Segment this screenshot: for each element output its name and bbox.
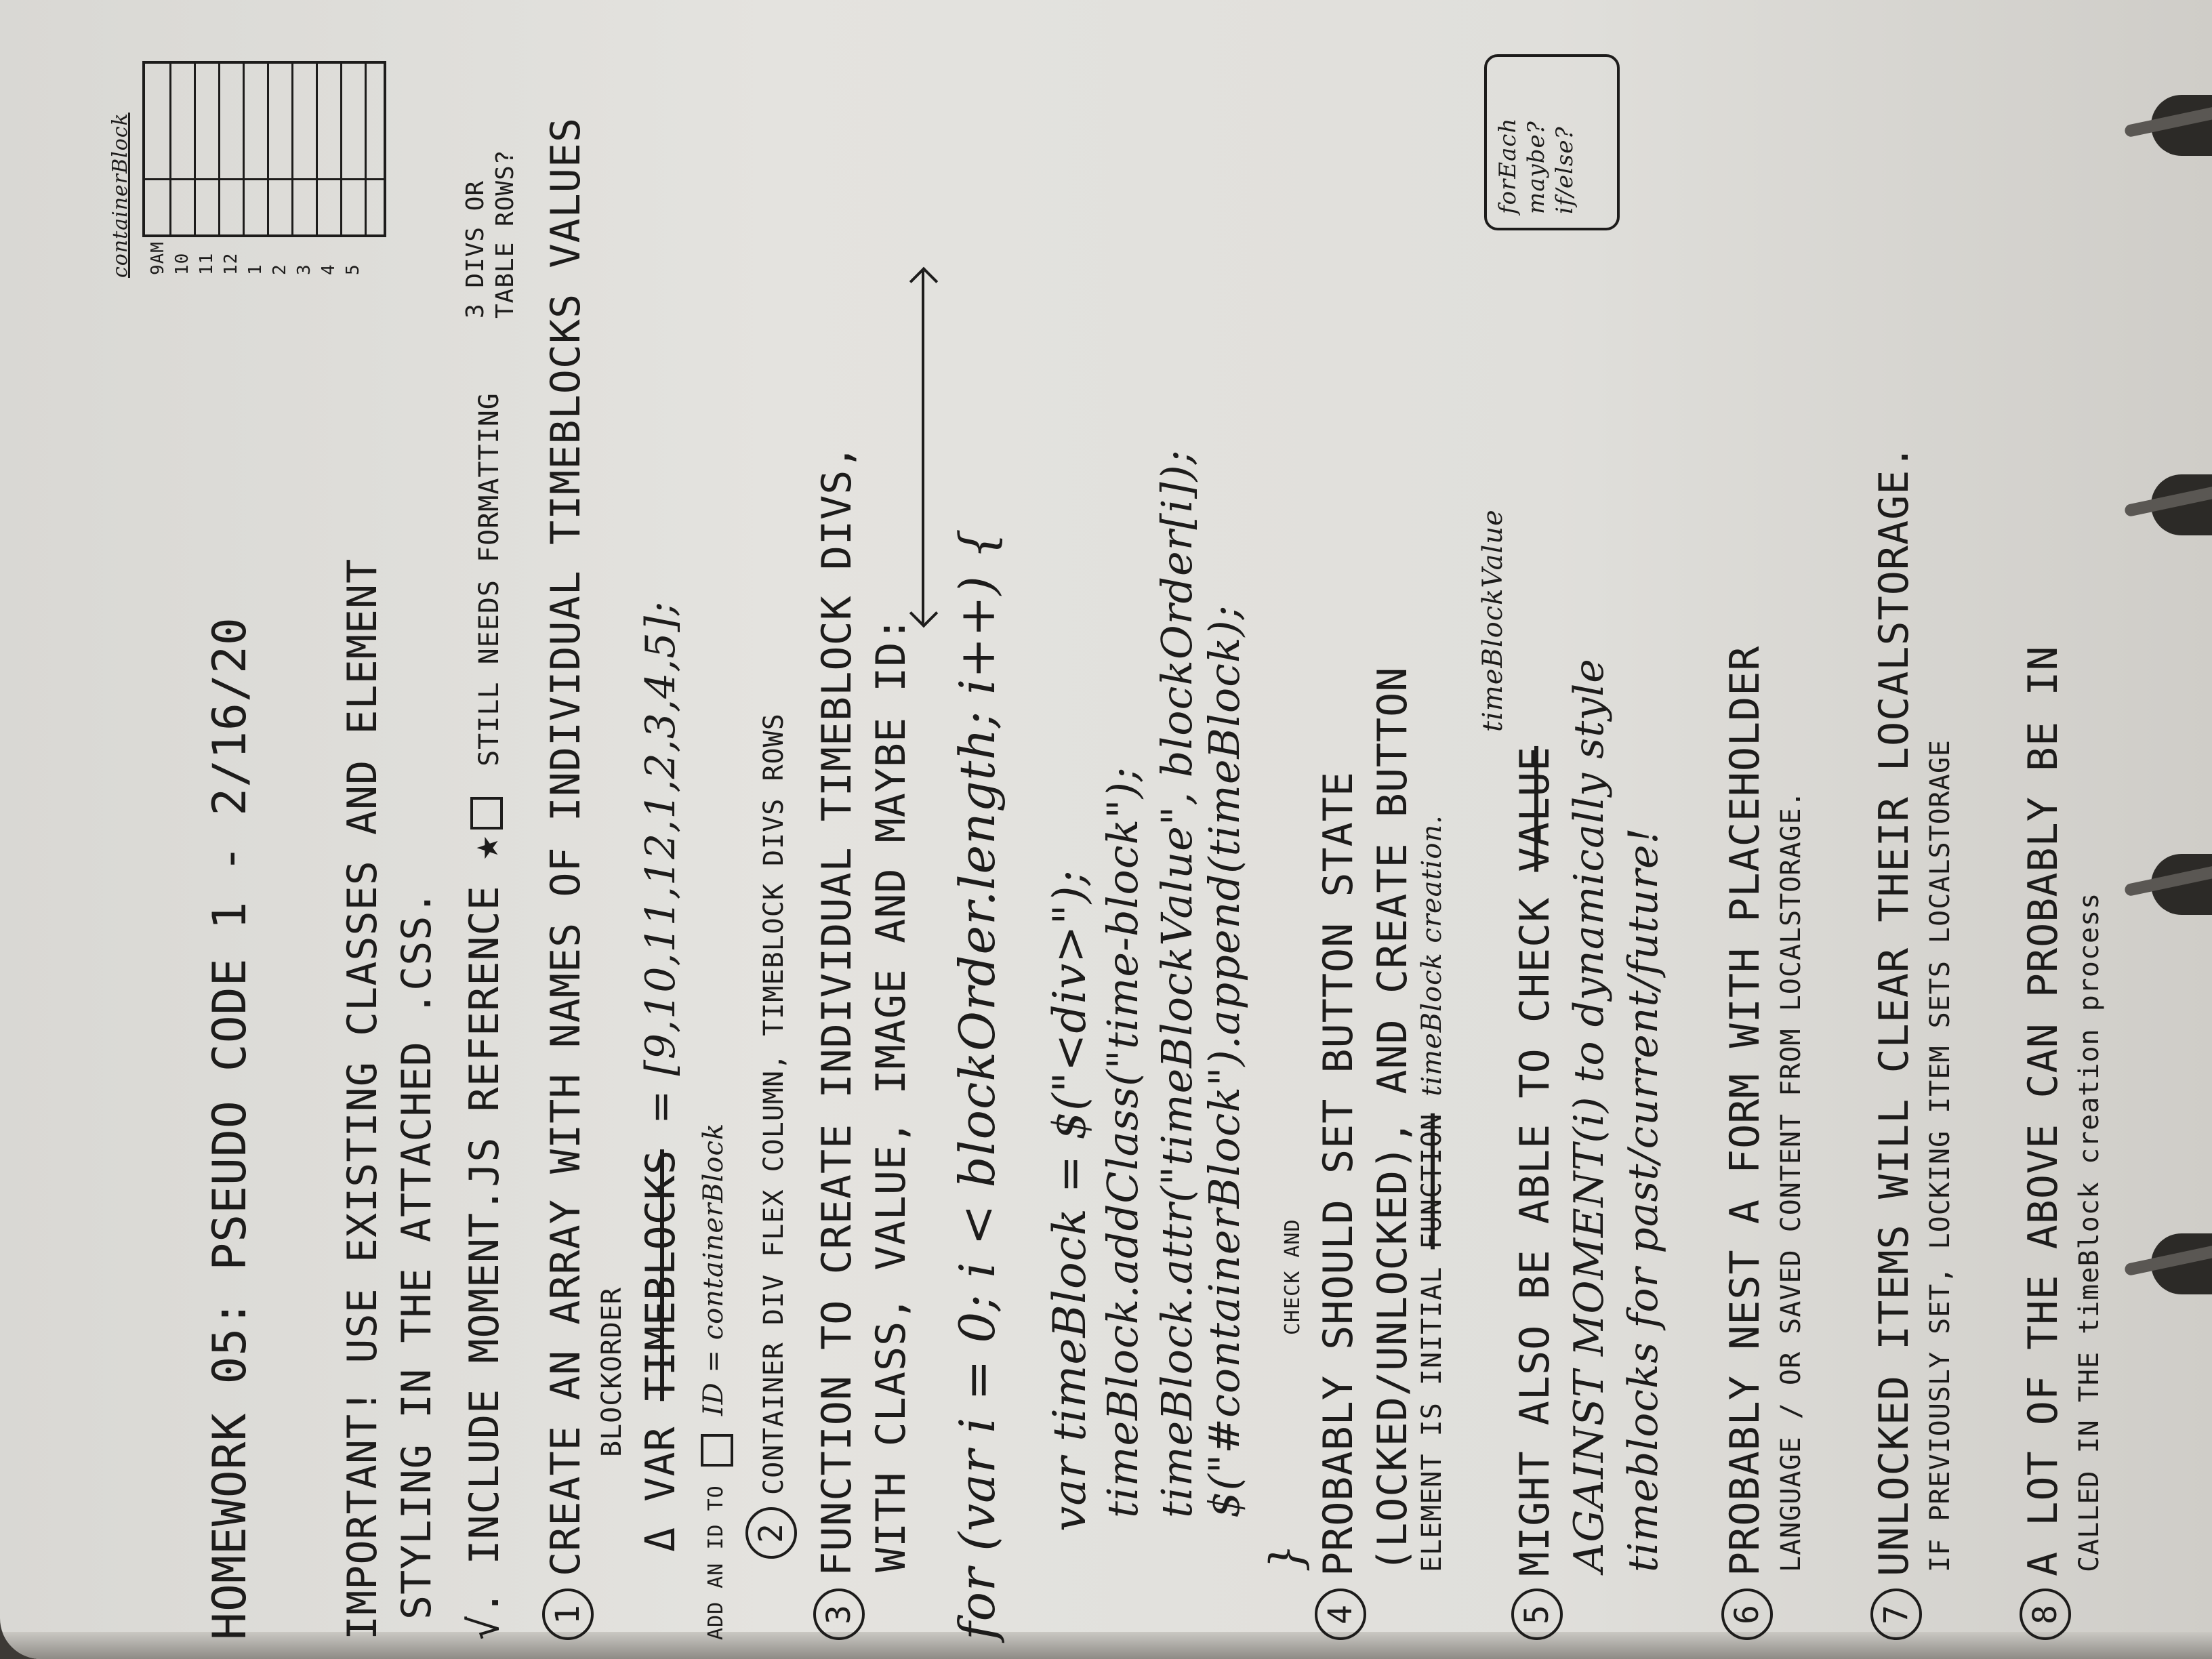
- step-5-insert: timeBlockValue: [1477, 509, 1509, 732]
- sketch-label: containerBlock: [108, 112, 132, 278]
- important-line-1: IMPORTANT! USE EXISTING CLASSES AND ELEM…: [339, 558, 386, 1640]
- step-4-line-3: ELEMENT IS INITIAL FUNCTION timeBlock cr…: [1416, 815, 1448, 1572]
- sketch-hour-label: 5: [343, 264, 363, 275]
- sketch-column-line: [145, 178, 384, 180]
- step-text: A LOT OF THE ABOVE CAN PROBABLY BE IN: [2020, 645, 2067, 1576]
- code-close: }: [1261, 1543, 1313, 1572]
- margin-note-line: if/else?: [1551, 126, 1578, 214]
- struck-text: VALUE: [1511, 745, 1559, 872]
- step-7: 7 UNLOCKED ITEMS WILL CLEAR THEIR LOCALST…: [1870, 444, 1923, 1640]
- step-text: FUNCTION TO CREATE INDIVIDUAL TIMEBLOCK …: [813, 444, 861, 1576]
- step-3-line-2: WITH CLASS, VALUE, IMAGE AND MAYBE ID:: [867, 616, 915, 1572]
- step-4-line-2: (LOCKED/UNLOCKED), AND CREATE BUTTON: [1369, 666, 1416, 1572]
- triangle-icon: Δ: [637, 1526, 684, 1552]
- step-number: 6: [1721, 1589, 1774, 1640]
- code-line-1: var timeBlock = $("<div>");: [1044, 869, 1096, 1532]
- struck-text: TIMEBLOCKS: [637, 1149, 684, 1401]
- sketch-hour-label: 2: [270, 264, 290, 275]
- margin-note-line: forEach: [1494, 117, 1521, 214]
- note-title: HOMEWORK 05: PSEUDO CODE 1 - 2/16/20: [203, 617, 257, 1640]
- sketch-hour-label: 11: [197, 252, 217, 275]
- code-for: for (var i = 0; i < blockOrder.length; i…: [949, 527, 1006, 1640]
- include-line: √. INCLUDE MOMENT.JS REFERENCE ★ STILL N…: [461, 392, 508, 1640]
- sketch-hour-label: 12: [221, 252, 241, 275]
- var-label: BLOCKORDER: [596, 1287, 628, 1457]
- step-5: 5 MIGHT ALSO BE ABLE TO CHECK VALUE: [1511, 746, 1563, 1640]
- step-text: PROBABLY SHOULD SET BUTTON STATE: [1315, 771, 1362, 1576]
- step-5-line-2: AGAINST MOMENT(i) to dynamically style: [1565, 658, 1613, 1572]
- include-note: STILL NEEDS FORMATTING: [474, 392, 505, 766]
- sketch-note-line-1: 3 DIVS OR: [462, 180, 489, 319]
- struck-text: FUNCTION: [1416, 1113, 1448, 1250]
- step-2: 2 CONTAINER DIV FLEX COLUMN, TIMEBLOCK DI…: [745, 713, 798, 1559]
- step-4: 4 PROBABLY SHOULD SET BUTTON STATE: [1315, 771, 1367, 1640]
- margin-note-line: maybe?: [1523, 121, 1550, 214]
- step-number: 8: [2020, 1589, 2072, 1640]
- code-line-2: timeBlock.addClass("time-block");: [1098, 766, 1147, 1518]
- step-number: 4: [1315, 1589, 1367, 1640]
- step-4-insert: CHECK AND: [1281, 1218, 1305, 1335]
- sketch-row: [291, 64, 293, 234]
- step-3: 3 FUNCTION TO CREATE INDIVIDUAL TIMEBLOCK…: [813, 444, 865, 1640]
- include-text: √. INCLUDE MOMENT.JS REFERENCE: [461, 885, 508, 1640]
- sketch-row: [243, 64, 245, 234]
- step-5-line-3: timeblocks for past/current/future!: [1620, 827, 1667, 1572]
- sketch-row: [340, 64, 342, 234]
- step-text: ELEMENT IS INITIAL: [1416, 1266, 1448, 1572]
- code-keyword: VAR: [637, 1426, 684, 1502]
- sketch-grid: [142, 61, 386, 237]
- step-7-line-2: IF PREVIOUSLY SET, LOCKING ITEM SETS LOC…: [1925, 739, 1956, 1572]
- code-value: = [9,10,11,12,1,2,3,4,5];: [637, 600, 684, 1124]
- step-1: 1 CREATE AN ARRAY WITH NAMES OF INDIVIDUA…: [542, 117, 594, 1640]
- star-icon: ★: [461, 835, 508, 861]
- margin-note-box: forEach maybe? if/else?: [1484, 54, 1620, 230]
- step-8: 8 A LOT OF THE ABOVE CAN PROBABLY BE IN: [2020, 645, 2072, 1640]
- sketch-row: [218, 64, 220, 234]
- step-text: UNLOCKED ITEMS WILL CLEAR THEIR LOCALSTO…: [1870, 444, 1918, 1576]
- step-number: 1: [542, 1589, 594, 1640]
- sketch-row: [267, 64, 269, 234]
- step-number: 5: [1511, 1589, 1563, 1640]
- sketch-row: [365, 64, 367, 234]
- sketch-hour-label: 3: [294, 264, 314, 275]
- code-line-3: timeBlock.attr("timeBlockValue", blockOr…: [1152, 449, 1202, 1518]
- sketch-hour-label: 9AM: [148, 241, 168, 275]
- step-1-code: Δ VAR TIMEBLOCKS = [9,10,11,12,1,2,3,4,5…: [637, 601, 684, 1552]
- sketch-row: [169, 64, 171, 234]
- step-number: 7: [1870, 1589, 1923, 1640]
- sketch-note-line-2: TABLE ROWS?: [491, 149, 519, 319]
- checkbox-icon: [700, 1434, 733, 1467]
- checkbox-icon: [470, 797, 504, 830]
- side-note: ADD AN ID TO ID = containerBlock: [698, 1123, 733, 1640]
- step-6-line-2: LANGUAGE / OR SAVED CONTENT FROM LOCALST…: [1776, 790, 1807, 1572]
- sketch-note: 3 DIVS OR TABLE ROWS?: [461, 150, 520, 319]
- sketch-row: [316, 64, 318, 234]
- sketch-hour-label: 1: [245, 264, 266, 275]
- sketch-hour-label: 4: [319, 264, 339, 275]
- sketch-hour-label: 10: [172, 252, 192, 275]
- step-text-handwritten: timeBlock creation.: [1416, 815, 1448, 1097]
- step-text: CREATE AN ARRAY WITH NAMES OF INDIVIDUAL…: [542, 117, 590, 1576]
- step-text: MIGHT ALSO BE ABLE TO CHECK: [1511, 897, 1559, 1576]
- handwritten-notes: HOMEWORK 05: PSEUDO CODE 1 - 2/16/20 IMP…: [81, 27, 2155, 1640]
- step-number: 2: [745, 1507, 798, 1559]
- sketch-row: [194, 64, 196, 234]
- code-line-4: $("#containerBlock").append(timeBlock);: [1200, 605, 1249, 1518]
- page-edge: [0, 1632, 2212, 1659]
- double-arrow-icon: [922, 271, 924, 623]
- step-6: 6 PROBABLY NEST A FORM WITH PLACEHOLDER: [1721, 645, 1774, 1640]
- step-number: 3: [813, 1589, 865, 1640]
- id-note: ID = containerBlock: [698, 1122, 729, 1416]
- step-8-line-2: CALLED IN THE timeBlock creation process: [2074, 892, 2105, 1572]
- important-line-2: STYLING IN THE ATTACHED .CSS.: [393, 890, 441, 1620]
- step-text: PROBABLY NEST A FORM WITH PLACEHOLDER: [1721, 645, 1769, 1576]
- side-note-text: ADD AN ID TO: [704, 1485, 728, 1640]
- step-text: CONTAINER DIV FLEX COLUMN, TIMEBLOCK DIV…: [758, 713, 790, 1495]
